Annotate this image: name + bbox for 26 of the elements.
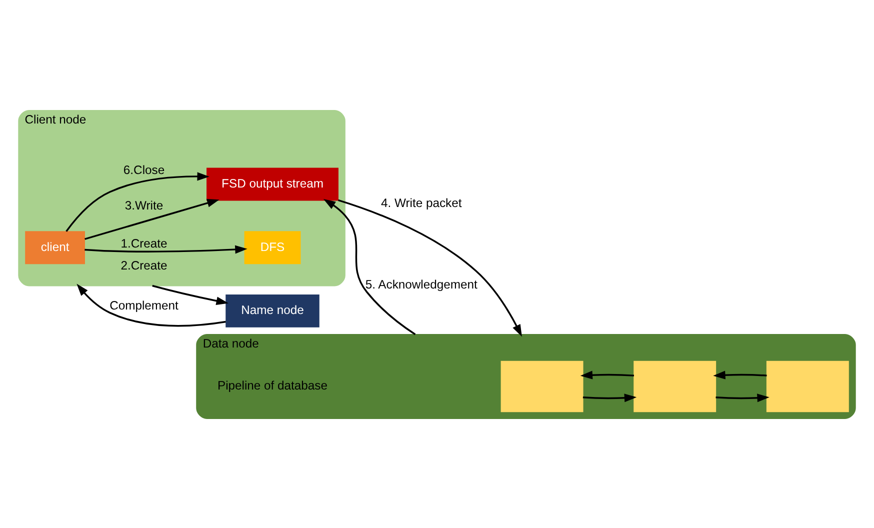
edge-label: 2.Create	[120, 258, 168, 272]
edge-label: Complement	[110, 298, 178, 312]
edge-label: 6.Close	[123, 162, 165, 176]
arrow	[76, 283, 226, 326]
node-box: FSD output stream	[206, 167, 338, 200]
edge-label: 1.Create	[120, 236, 168, 250]
node-box	[766, 360, 849, 412]
node-box: Name node	[226, 294, 320, 327]
node-box	[634, 360, 716, 412]
arrow	[66, 172, 210, 232]
arrow	[84, 198, 220, 240]
node-box: DFS	[244, 230, 301, 264]
edge-label: 3.Write	[124, 198, 164, 212]
arrow	[582, 393, 637, 402]
arrow	[152, 284, 228, 305]
arrow	[716, 393, 770, 402]
arrow	[338, 198, 522, 336]
arrow	[713, 370, 767, 379]
node-label: Pipeline of database	[217, 378, 328, 392]
arrow	[580, 370, 634, 379]
node-box	[500, 360, 584, 412]
edge-label: 4. Write packet	[381, 195, 462, 210]
arrow	[84, 244, 248, 254]
edge-label: 5. Acknowledgement	[365, 277, 478, 292]
node-box: client	[25, 230, 85, 264]
arrow	[323, 198, 416, 335]
